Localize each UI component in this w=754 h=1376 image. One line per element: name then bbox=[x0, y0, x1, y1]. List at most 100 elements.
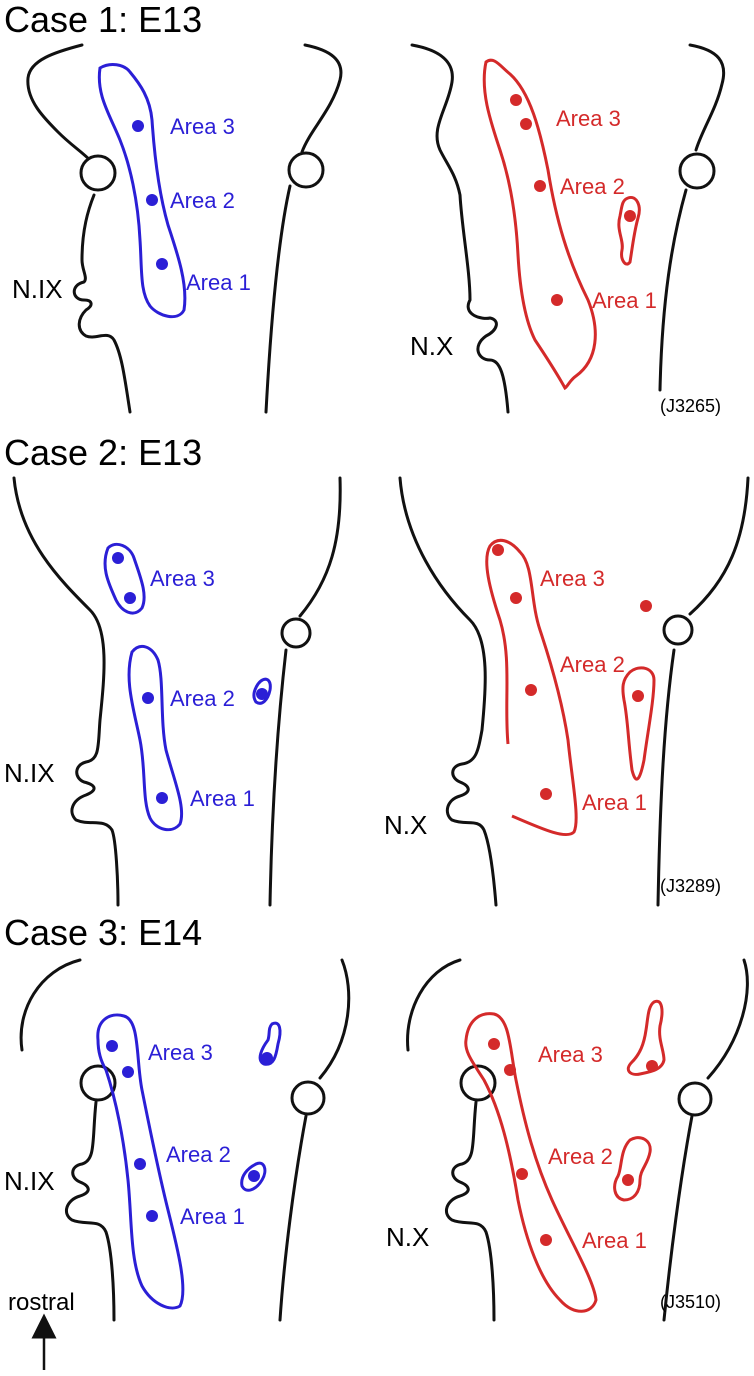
case-3-left-nerve-label: N.IX bbox=[4, 1166, 55, 1196]
case-2-red-region bbox=[485, 538, 578, 837]
case-2-left-nerve-label: N.IX bbox=[4, 758, 55, 788]
case-1-right-nerve-label: N.X bbox=[410, 331, 453, 361]
case-2-right-node bbox=[662, 614, 694, 646]
case-2-right-nerve-label: N.X bbox=[384, 810, 427, 840]
case-2-blue-region-small bbox=[252, 677, 272, 705]
case-2-blue-region-upper bbox=[103, 542, 146, 615]
case-3-red-dot-lateral-upper bbox=[646, 1060, 658, 1072]
case-3-blue-region-small-upper bbox=[258, 1021, 282, 1066]
case-1-left-brainstem-outline bbox=[26, 43, 132, 414]
case-1-red-dot-area-3a bbox=[510, 94, 522, 106]
case-3-right-node bbox=[459, 1064, 497, 1102]
case-3-blue-dot-area-3a bbox=[106, 1040, 118, 1052]
case-3-red-dot-area-2 bbox=[516, 1168, 528, 1180]
case-1: Case 1: E13 N.IX N.X Area 3 Area 2 Area … bbox=[4, 0, 726, 416]
case-3-right-node-2 bbox=[677, 1081, 713, 1117]
case-2-red-region-small bbox=[621, 666, 656, 781]
case-3-left-node-2 bbox=[290, 1080, 326, 1116]
case-3-id: (J3510) bbox=[660, 1292, 721, 1312]
case-1-blue-region bbox=[97, 63, 187, 319]
case-1-red-dot-area-3b bbox=[520, 118, 532, 130]
case-1-red-dot-area-1 bbox=[551, 294, 563, 306]
case-2-right-brainstem-outline bbox=[398, 476, 498, 907]
case-2-blue-dot-lateral bbox=[256, 688, 268, 700]
case-1-left-node-2 bbox=[287, 151, 325, 189]
case-2: Case 2: E13 N.IX N.X Area 3 Area 2 Area … bbox=[4, 432, 750, 907]
case-2-left-node bbox=[280, 617, 312, 649]
case-3-red-dot-area-3a bbox=[488, 1038, 500, 1050]
case-2-blue-dot-area-1 bbox=[156, 792, 168, 804]
case-1-left-area-3-label: Area 3 bbox=[170, 114, 235, 139]
case-2-right-area-2-label: Area 2 bbox=[560, 652, 625, 677]
case-2-title: Case 2: E13 bbox=[4, 432, 202, 473]
case-3-right-midline bbox=[662, 958, 749, 1322]
case-3-red-dot-area-1 bbox=[540, 1234, 552, 1246]
case-1-title: Case 1: E13 bbox=[4, 0, 202, 40]
case-1-right-area-2-label: Area 2 bbox=[560, 174, 625, 199]
case-1-blue-dot-area-2 bbox=[146, 194, 158, 206]
case-3-right-area-3-label: Area 3 bbox=[538, 1042, 603, 1067]
case-2-left-area-2-label: Area 2 bbox=[170, 686, 235, 711]
case-3-blue-dot-area-2 bbox=[134, 1158, 146, 1170]
case-3-red-region bbox=[464, 1012, 598, 1313]
case-3-blue-dot-lateral-lower bbox=[248, 1170, 260, 1182]
case-2-red-dot-lateral bbox=[632, 690, 644, 702]
case-2-blue-dot-area-3a bbox=[112, 552, 124, 564]
case-2-right-area-1-label: Area 1 bbox=[582, 790, 647, 815]
case-1-left-nerve-label: N.IX bbox=[12, 274, 63, 304]
case-1-left-midline bbox=[264, 43, 343, 414]
case-2-blue-region-lower bbox=[127, 644, 184, 832]
case-2-right-area-3-label: Area 3 bbox=[540, 566, 605, 591]
case-2-blue-dot-area-2 bbox=[142, 692, 154, 704]
case-1-right-node bbox=[678, 152, 716, 190]
case-2-left-area-3-label: Area 3 bbox=[150, 566, 215, 591]
case-1-red-region bbox=[482, 58, 597, 391]
orientation-indicator: rostral bbox=[8, 1289, 75, 1370]
case-3-blue-region bbox=[96, 1013, 185, 1310]
case-3-right-nerve-label: N.X bbox=[386, 1222, 429, 1252]
rostral-label: rostral bbox=[8, 1289, 75, 1316]
case-1-red-dot-area-2 bbox=[534, 180, 546, 192]
case-3-blue-region-small-lower bbox=[240, 1161, 267, 1192]
case-3-left-midline bbox=[278, 958, 351, 1322]
case-1-right-area-1-label: Area 1 bbox=[592, 288, 657, 313]
case-1-left-area-2-label: Area 2 bbox=[170, 188, 235, 213]
case-2-red-dot-area-2 bbox=[525, 684, 537, 696]
case-3-right-area-1-label: Area 1 bbox=[582, 1228, 647, 1253]
case-2-right-midline bbox=[656, 476, 750, 907]
case-1-left-node bbox=[79, 154, 117, 192]
case-2-red-dot-area-3b bbox=[510, 592, 522, 604]
case-1-right-midline bbox=[658, 43, 726, 392]
case-3-blue-dot-lateral-upper bbox=[261, 1052, 273, 1064]
case-1-left-area-1-label: Area 1 bbox=[186, 270, 251, 295]
case-2-id: (J3289) bbox=[660, 876, 721, 896]
case-1-blue-dot-area-1 bbox=[156, 258, 168, 270]
case-3: Case 3: E14 N.IX N.X Area 3 Area 2 Area … bbox=[4, 912, 749, 1322]
case-2-left-brainstem-outline bbox=[12, 476, 120, 907]
case-1-red-region-small bbox=[617, 195, 641, 266]
case-3-red-region-small-lower bbox=[613, 1136, 652, 1202]
case-1-right-area-3-label: Area 3 bbox=[556, 106, 621, 131]
case-3-blue-dot-area-1 bbox=[146, 1210, 158, 1222]
case-3-left-area-1-label: Area 1 bbox=[180, 1204, 245, 1229]
case-2-red-dot-far-lateral bbox=[640, 600, 652, 612]
case-2-left-midline bbox=[268, 476, 342, 907]
case-3-red-region-small-upper bbox=[626, 999, 666, 1076]
case-2-blue-dot-area-3b bbox=[124, 592, 136, 604]
case-3-blue-dot-area-3b bbox=[122, 1066, 134, 1078]
case-3-left-area-3-label: Area 3 bbox=[148, 1040, 213, 1065]
case-3-left-area-2-label: Area 2 bbox=[166, 1142, 231, 1167]
case-1-red-dot-lateral bbox=[624, 210, 636, 222]
case-3-title: Case 3: E14 bbox=[4, 912, 202, 953]
case-1-blue-dot-area-3 bbox=[132, 120, 144, 132]
case-2-red-dot-area-3a bbox=[492, 544, 504, 556]
case-2-red-dot-area-1 bbox=[540, 788, 552, 800]
case-1-id: (J3265) bbox=[660, 396, 721, 416]
case-2-left-area-1-label: Area 1 bbox=[190, 786, 255, 811]
case-1-right-brainstem-outline bbox=[410, 43, 510, 414]
case-3-left-brainstem-outline bbox=[19, 958, 116, 1322]
case-3-red-dot-lateral-lower bbox=[622, 1174, 634, 1186]
case-3-right-area-2-label: Area 2 bbox=[548, 1144, 613, 1169]
case-3-right-brainstem-outline bbox=[406, 958, 496, 1322]
